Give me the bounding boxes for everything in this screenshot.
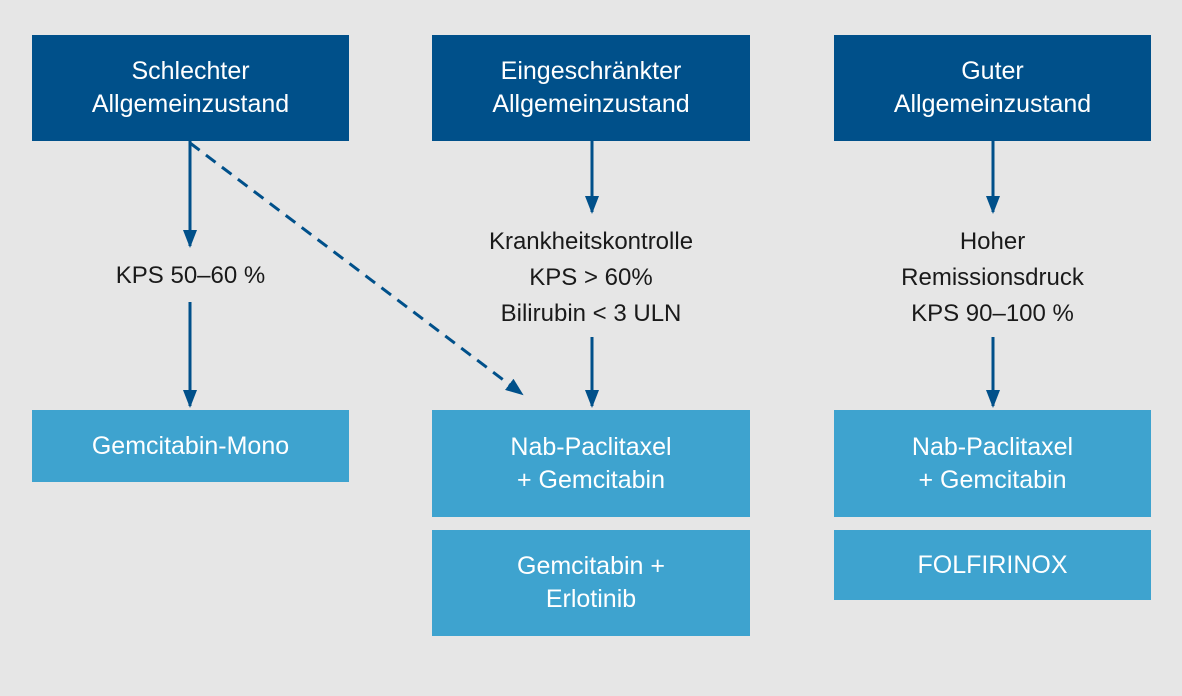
therapy-line: + Gemcitabin (918, 465, 1067, 494)
therapy-box-nab-paclitaxel-gemcitabin: Nab-Paclitaxel + Gemcitabin (432, 410, 750, 517)
therapy-line: Nab-Paclitaxel (911, 432, 1074, 461)
header-line: Allgemeinzustand (91, 90, 290, 118)
header-box-poor-condition: Schlechter Allgemeinzustand (32, 35, 349, 141)
therapy-line: Gemcitabin-Mono (91, 431, 290, 460)
therapy-line: FOLFIRINOX (917, 550, 1068, 579)
criteria-line: KPS 90–100 % (911, 300, 1074, 327)
header-line: Allgemeinzustand (492, 90, 690, 118)
therapy-box-folfirinox: FOLFIRINOX (834, 530, 1151, 600)
criteria-line: Krankheitskontrolle (488, 228, 694, 255)
header-line: Guter (961, 57, 1024, 85)
criteria-limited-condition: Krankheitskontrolle KPS > 60% Bilirubin … (432, 224, 750, 332)
criteria-line: KPS > 60% (529, 264, 653, 291)
therapy-box-gemcitabin-mono: Gemcitabin-Mono (32, 410, 349, 482)
header-box-limited-condition: Eingeschränkter Allgemeinzustand (432, 35, 750, 141)
header-line: Schlechter (131, 57, 250, 85)
header-line: Eingeschränkter (500, 57, 682, 85)
criteria-line: Hoher (959, 228, 1026, 255)
therapy-line: + Gemcitabin (517, 465, 665, 494)
criteria-line: Bilirubin < 3 ULN (500, 300, 682, 327)
therapy-box-gemcitabin-erlotinib: Gemcitabin + Erlotinib (432, 530, 750, 636)
header-line: Allgemeinzustand (893, 90, 1092, 118)
criteria-line: Remissionsdruck (901, 264, 1084, 291)
therapy-line: Erlotinib (545, 585, 637, 613)
criteria-poor-condition: KPS 50–60 % (32, 258, 349, 294)
therapy-box-nab-paclitaxel-gemcitabin-good: Nab-Paclitaxel + Gemcitabin (834, 410, 1151, 517)
criteria-good-condition: Hoher Remissionsdruck KPS 90–100 % (834, 224, 1151, 332)
header-box-good-condition: Guter Allgemeinzustand (834, 35, 1151, 141)
criteria-line: KPS 50–60 % (115, 262, 266, 289)
therapy-line: Gemcitabin + (517, 552, 665, 580)
therapy-line: Nab-Paclitaxel (510, 432, 672, 461)
